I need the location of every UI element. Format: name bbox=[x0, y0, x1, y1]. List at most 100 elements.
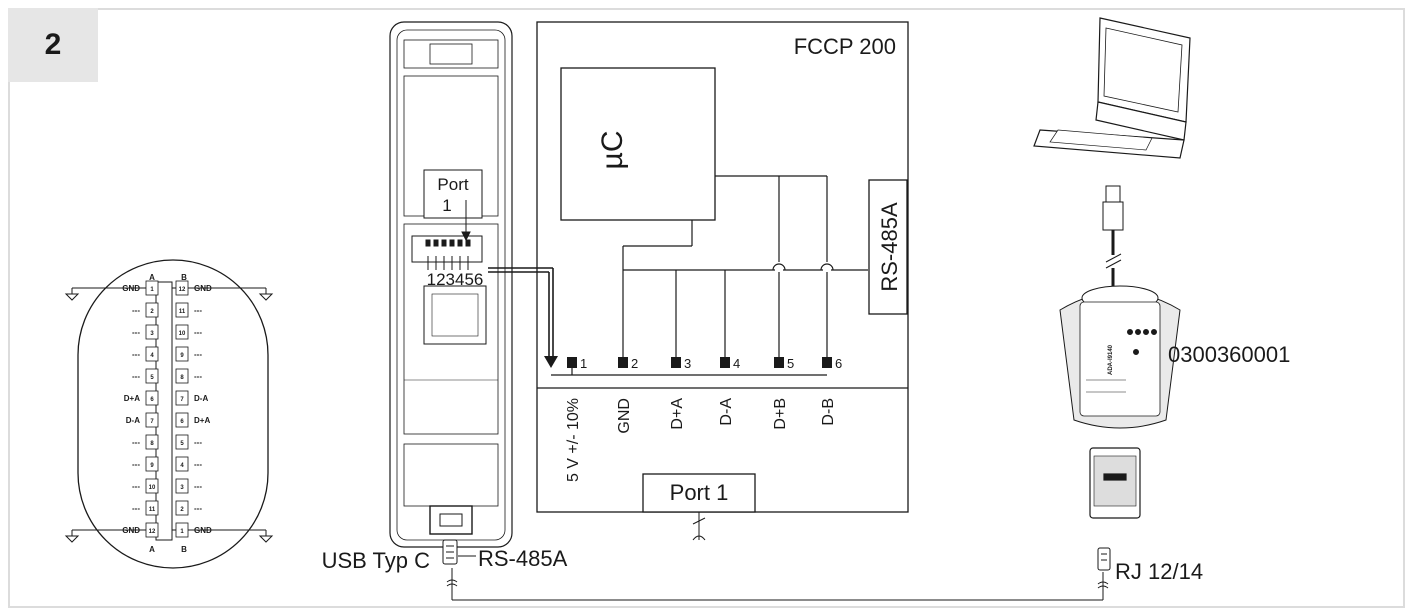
cable bbox=[446, 568, 1109, 601]
step-number: 2 bbox=[8, 8, 98, 82]
signal-label: D-A bbox=[718, 398, 735, 426]
device-port-callout bbox=[423, 169, 483, 219]
terminal-pin bbox=[720, 357, 730, 368]
pin-a-signal: --- bbox=[132, 482, 140, 491]
pin-a-signal: --- bbox=[132, 438, 140, 447]
signal-label: D-B bbox=[820, 398, 837, 426]
usb-plug-icon bbox=[442, 539, 458, 565]
pin-b-signal: --- bbox=[194, 482, 202, 491]
pin-a-signal: --- bbox=[132, 306, 140, 315]
rj-plug-icon bbox=[1089, 447, 1141, 519]
usb-a-plug-icon bbox=[1102, 185, 1124, 286]
laptop-icon bbox=[1033, 17, 1191, 159]
pin-b-box bbox=[175, 368, 189, 384]
pin-b-signal: --- bbox=[194, 438, 202, 447]
pin-a-box bbox=[145, 478, 159, 494]
pin-b-signal: GND bbox=[194, 526, 212, 535]
pin-b-box bbox=[175, 412, 189, 428]
pin-b-number: 6 bbox=[180, 419, 184, 425]
pin-b-signal: --- bbox=[194, 350, 202, 359]
pinout-side-b-bottom: B bbox=[181, 545, 187, 554]
pin-b-signal: --- bbox=[194, 504, 202, 513]
arrow-down-icon bbox=[461, 200, 471, 242]
pin-a-number: 8 bbox=[150, 441, 154, 447]
pin-a-box bbox=[145, 456, 159, 472]
pin-b-signal: --- bbox=[194, 460, 202, 469]
pin-a-box bbox=[145, 280, 159, 296]
pin-b-number: 8 bbox=[180, 375, 184, 381]
pin-a-number: 4 bbox=[150, 353, 154, 359]
pin-b-number: 10 bbox=[179, 331, 186, 337]
pin-a-signal: GND bbox=[122, 284, 140, 293]
usb-type-label: USB Typ C bbox=[322, 548, 431, 573]
pin-a-number: 3 bbox=[150, 331, 154, 337]
pinout-row: 10 3 --- --- bbox=[132, 478, 202, 494]
pin-a-signal: --- bbox=[132, 504, 140, 513]
pin-a-number: 11 bbox=[149, 507, 156, 513]
rs485-adapter bbox=[1059, 285, 1181, 429]
device-port-label: Port bbox=[437, 175, 468, 194]
connector-pinout bbox=[64, 259, 274, 569]
controller-bus-label: RS-485A bbox=[877, 202, 902, 292]
pin-a-box bbox=[145, 434, 159, 450]
pin-a-signal: --- bbox=[132, 460, 140, 469]
pin-b-box bbox=[175, 478, 189, 494]
ground-icon bbox=[258, 530, 274, 543]
port-cable-icon bbox=[692, 512, 706, 541]
pin-b-signal: D-A bbox=[194, 394, 208, 403]
pin-b-signal: --- bbox=[194, 328, 202, 337]
adapter-model: ADA-I9140 bbox=[1108, 344, 1114, 375]
terminal-pin bbox=[567, 357, 577, 368]
adapter-part-number: 0300360001 bbox=[1168, 342, 1290, 367]
pin-a-number: 6 bbox=[150, 397, 154, 403]
arrow-down-icon bbox=[544, 356, 558, 368]
pin-a-signal: GND bbox=[122, 526, 140, 535]
pin-b-number: 4 bbox=[180, 463, 184, 469]
terminal-pin bbox=[822, 357, 832, 368]
bus-wiring bbox=[551, 175, 868, 376]
pinout-outline bbox=[77, 259, 269, 569]
controller-box bbox=[536, 21, 909, 513]
pin-a-signal: D-A bbox=[126, 416, 140, 425]
pin-a-number: 2 bbox=[150, 309, 154, 315]
pin-a-number: 10 bbox=[149, 485, 156, 491]
terminal-number: 2 bbox=[631, 356, 638, 371]
pin-header bbox=[425, 239, 471, 270]
controller-title: FCCP 200 bbox=[794, 34, 896, 59]
terminal-pin bbox=[618, 357, 628, 368]
terminal-number: 1 bbox=[580, 356, 587, 371]
pin-a-box bbox=[145, 522, 159, 538]
pin-a-number: 1 bbox=[150, 287, 154, 293]
pin-b-number: 1 bbox=[180, 529, 184, 535]
pin-a-box bbox=[145, 368, 159, 384]
terminal-number: 4 bbox=[733, 356, 740, 371]
pinout-side-b: B bbox=[181, 273, 187, 282]
pin-a-box bbox=[145, 412, 159, 428]
pin-b-box bbox=[175, 390, 189, 406]
ground-icon bbox=[64, 530, 80, 543]
pin-a-signal: D+A bbox=[124, 394, 140, 403]
pin-b-number: 3 bbox=[180, 485, 184, 491]
terminal-number: 6 bbox=[835, 356, 842, 371]
device-bus-label: RS-485A bbox=[478, 546, 568, 571]
rj-plug-label: RJ 12/14 bbox=[1115, 559, 1203, 584]
pin-b-number: 5 bbox=[180, 441, 184, 447]
pin-b-box bbox=[175, 346, 189, 362]
pin-b-box bbox=[175, 324, 189, 340]
pin-a-box bbox=[145, 390, 159, 406]
pin-a-number: 5 bbox=[150, 375, 154, 381]
pin-b-number: 12 bbox=[179, 287, 186, 293]
pin-b-box bbox=[175, 280, 189, 296]
device-pin-numbers: 123456 bbox=[427, 270, 484, 289]
ground-icon bbox=[64, 288, 80, 301]
pin-b-box bbox=[175, 434, 189, 450]
